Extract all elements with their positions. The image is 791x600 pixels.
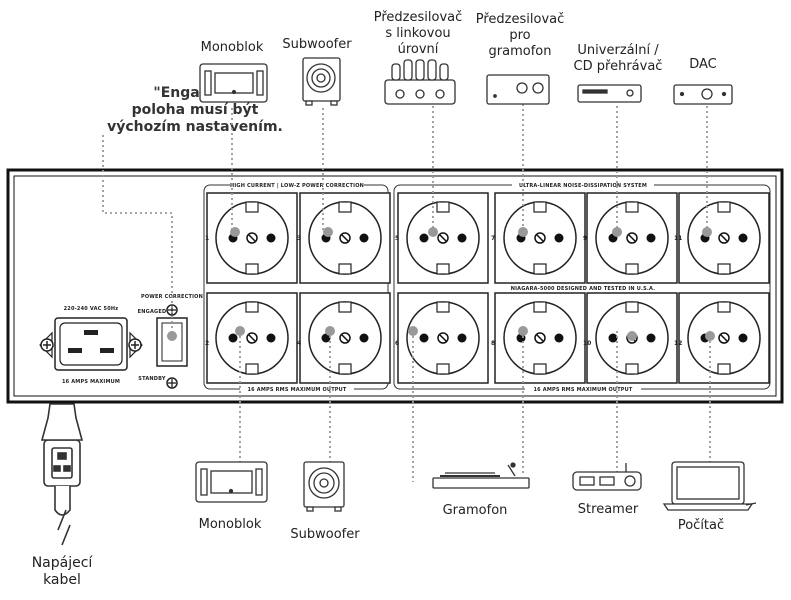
- preamp-line-l2: s linkovou: [385, 26, 451, 41]
- preamp-phono-l1: Předzesilovač: [475, 12, 565, 27]
- outlet-number-7: 7: [491, 235, 495, 242]
- subwoofer-icon: [302, 57, 341, 106]
- top-monoblok-label: Monoblok: [200, 40, 264, 55]
- engaged-note-line3: výchozím nastavením.: [107, 119, 283, 135]
- outlet-9: [586, 192, 678, 284]
- engaged-note-line2: poloha musí být: [131, 102, 259, 118]
- model-text: NIAGARA-5000 DESIGNED AND TESTED IN U.S.…: [511, 286, 656, 292]
- power-inlet: 220-240 VAC 50Hz 16 AMPS MAXIMUM: [39, 306, 143, 385]
- plug-markers: [230, 227, 715, 341]
- outlet-number-10: 10: [583, 340, 591, 347]
- streamer-icon: [572, 463, 642, 491]
- preamp-phono-label: Předzesilovač pro gramofon: [476, 12, 565, 60]
- turntable-icon: [432, 462, 530, 489]
- outlet-6: [397, 292, 489, 384]
- outlet-number-9: 9: [583, 235, 587, 242]
- outlet-12: [678, 292, 770, 384]
- outlet-8: [494, 292, 586, 384]
- left-group-title: HIGH CURRENT | LOW-Z POWER CORRECTION: [230, 183, 364, 189]
- streamer-label: Streamer: [577, 502, 639, 517]
- outlet-3: [299, 192, 391, 284]
- switch-engaged-text: ENGAGED: [138, 309, 167, 315]
- cd-player-l1: Univerzální /: [577, 43, 659, 58]
- power-cable-l1: Napájecí: [31, 555, 93, 571]
- computer-icon: [662, 461, 757, 511]
- preamp-phono-l2: pro: [509, 28, 531, 43]
- bottom-subwoofer-label: Subwoofer: [290, 527, 360, 542]
- power-cable-icon: [40, 403, 84, 546]
- cd-player-icon: [577, 84, 642, 103]
- outlet-number-8: 8: [491, 340, 495, 347]
- phono-preamp-icon: [486, 74, 550, 105]
- inlet-max-text: 16 AMPS MAXIMUM: [62, 379, 120, 385]
- preamp-phono-l3: gramofon: [488, 44, 552, 59]
- cd-player-l2: CD přehrávač: [573, 59, 663, 74]
- connection-lines: [102, 104, 711, 482]
- power-cable-label: Napájecí kabel: [32, 555, 93, 589]
- outlet-1: [206, 192, 298, 284]
- switch-standby-text: STANDBY: [138, 376, 166, 382]
- outlet-number-12: 12: [674, 340, 682, 347]
- bottom-monoblok-label: Monoblok: [198, 517, 262, 532]
- outlet-5: [397, 192, 489, 284]
- outlet-number-5: 5: [395, 235, 399, 242]
- outlet-11: [678, 192, 770, 284]
- right-output-text: 16 AMPS RMS MAXIMUM OUTPUT: [533, 387, 632, 393]
- outlet-7: [494, 192, 586, 284]
- preamp-line-l1: Předzesilovač: [373, 10, 463, 25]
- subwoofer-bottom-icon: [303, 461, 345, 512]
- inlet-voltage-text: 220-240 VAC 50Hz: [64, 306, 119, 312]
- outlet-4: [299, 292, 391, 384]
- outlet-number-1: 1: [205, 235, 209, 242]
- outlet-number-11: 11: [674, 235, 682, 242]
- outlet-number-2: 2: [205, 340, 209, 347]
- engaged-note: "Engaged" poloha musí být výchozím nasta…: [107, 85, 283, 136]
- dac-icon: [673, 84, 733, 105]
- outlet-number-6: 6: [395, 340, 399, 347]
- dac-label: DAC: [689, 57, 717, 72]
- cd-player-label: Univerzální / CD přehrávač: [574, 43, 663, 75]
- power-cable-l2: kabel: [43, 572, 81, 588]
- computer-label: Počítač: [677, 518, 725, 533]
- top-subwoofer-label: Subwoofer: [282, 37, 352, 52]
- monoblok-bottom-icon: [195, 461, 268, 503]
- left-output-text: 16 AMPS RMS MAXIMUM OUTPUT: [247, 387, 346, 393]
- outlet-number-4: 4: [297, 340, 301, 347]
- monoblok-icon: [199, 63, 268, 103]
- outlet-2: [206, 292, 298, 384]
- turntable-label: Gramofon: [442, 503, 508, 518]
- preamp-line-label: Předzesilovač s linkovou úrovní: [374, 10, 463, 58]
- preamp-line-l3: úrovní: [397, 42, 439, 57]
- right-group-title: ULTRA-LINEAR NOISE-DISSIPATION SYSTEM: [519, 183, 647, 189]
- line-preamp-icon: [384, 59, 456, 105]
- outlet-number-3: 3: [297, 235, 301, 242]
